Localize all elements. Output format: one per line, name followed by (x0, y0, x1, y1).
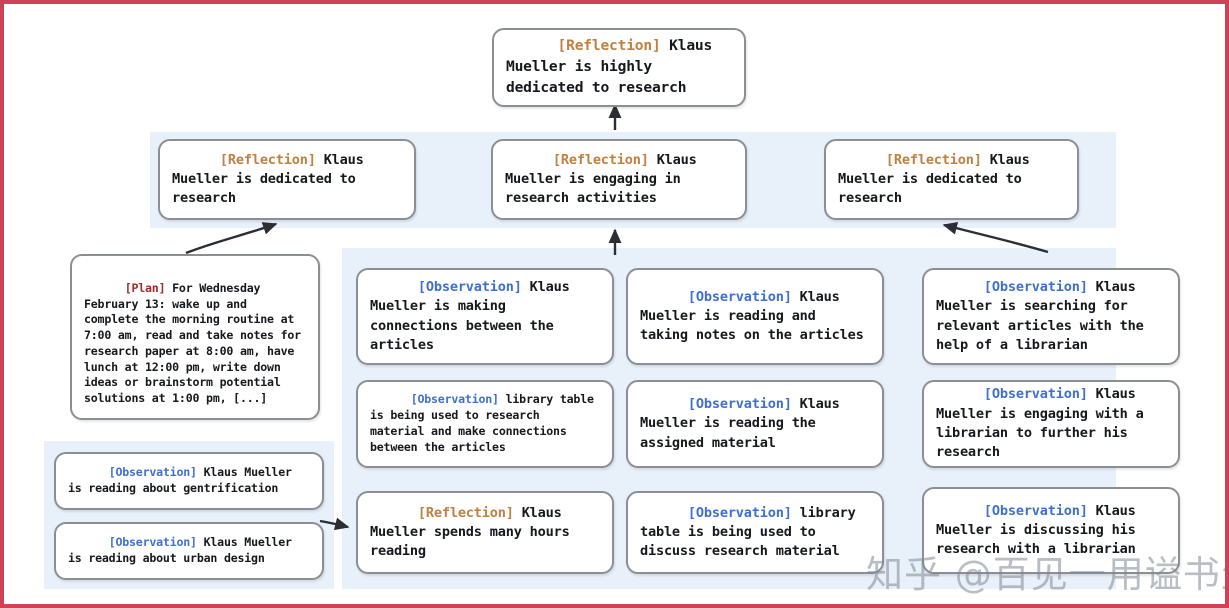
tag-reflection: [Reflection] (552, 151, 649, 168)
node-body: Klaus Mueller is highly dedicated to res… (506, 37, 721, 96)
node-obs-making-connections[interactable]: [Observation] Klaus Mueller is making co… (356, 268, 614, 365)
tag-observation: [Observation] (687, 396, 792, 413)
node-text: [Reflection] Klaus Mueller is dedicated … (160, 125, 414, 233)
tag-plan: [Plan] (124, 280, 166, 295)
node-body: Klaus Mueller is searching for relevant … (936, 278, 1152, 353)
node-body: Klaus Mueller is reading and taking note… (640, 288, 864, 344)
node-text: [Observation] Klaus Mueller is making co… (358, 253, 612, 381)
node-body: For Wednesday February 13: wake up and c… (84, 280, 308, 406)
node-text: [Observation] library table is being use… (358, 371, 612, 478)
tag-observation: [Observation] (410, 392, 499, 407)
tag-observation: [Observation] (687, 504, 792, 521)
node-body: Klaus Mueller is reading about urban des… (68, 535, 299, 565)
node-text: [Observation] Klaus Mueller is reading a… (628, 262, 882, 370)
node-obs-assigned-material[interactable]: [Observation] Klaus Mueller is reading t… (626, 380, 884, 468)
node-obs-urban-design[interactable]: [Observation] Klaus Mueller is reading a… (54, 522, 324, 580)
node-text: [Observation] Klaus Mueller is reading t… (628, 370, 882, 478)
node-text: [Observation] Klaus Mueller is discussin… (924, 476, 1178, 584)
node-text: [Reflection] Klaus Mueller spends many h… (358, 478, 612, 586)
node-body: Klaus Mueller spends many hours reading (370, 504, 578, 560)
node-body: Klaus Mueller is reading about gentrific… (68, 465, 299, 495)
tag-reflection: [Reflection] (219, 151, 316, 168)
node-mid-center-reflection[interactable]: [Reflection] Klaus Mueller is engaging i… (491, 139, 747, 220)
tag-observation: [Observation] (983, 278, 1088, 295)
node-obs-reading-taking-notes[interactable]: [Observation] Klaus Mueller is reading a… (626, 268, 884, 365)
node-text: [Observation] library table is being use… (628, 478, 882, 586)
node-obs-library-table-connections[interactable]: [Observation] library table is being use… (356, 380, 614, 468)
node-text: [Observation] Klaus Mueller is searching… (924, 253, 1178, 381)
node-reflection-hours-reading[interactable]: [Reflection] Klaus Mueller spends many h… (356, 491, 614, 574)
tag-observation: [Observation] (417, 278, 522, 295)
node-text: [Observation] Klaus Mueller is reading a… (56, 513, 322, 588)
node-text: [Observation] Klaus Mueller is engaging … (924, 360, 1178, 488)
tag-observation: [Observation] (108, 535, 197, 550)
node-mid-left-reflection[interactable]: [Reflection] Klaus Mueller is dedicated … (158, 139, 416, 220)
node-body: library table is being used to research … (370, 392, 601, 454)
tag-observation: [Observation] (108, 465, 197, 480)
node-body: Klaus Mueller is engaging in research ac… (505, 151, 705, 207)
node-text: [Reflection] Klaus Mueller is engaging i… (493, 125, 745, 233)
node-text: [Plan] For Wednesday February 13: wake u… (72, 256, 318, 429)
node-body: library table is being used to discuss r… (640, 504, 864, 560)
node-body: Klaus Mueller is making connections betw… (370, 278, 578, 353)
node-body: Klaus Mueller is engaging with a librari… (936, 386, 1152, 461)
node-obs-discussing-research[interactable]: [Observation] Klaus Mueller is discussin… (922, 487, 1180, 574)
node-body: Klaus Mueller is reading the assigned ma… (640, 396, 848, 451)
node-body: Klaus Mueller is dedicated to research (838, 151, 1038, 207)
tag-observation: [Observation] (983, 502, 1088, 519)
node-body: Klaus Mueller is dedicated to research (172, 151, 372, 207)
node-obs-library-table-discuss[interactable]: [Observation] library table is being use… (626, 491, 884, 574)
node-obs-gentrification[interactable]: [Observation] Klaus Mueller is reading a… (54, 452, 324, 510)
tag-reflection: [Reflection] (557, 37, 661, 55)
node-body: Klaus Mueller is discussing his research… (936, 502, 1144, 558)
tag-observation: [Observation] (687, 288, 792, 305)
tag-reflection: [Reflection] (885, 151, 982, 168)
tag-observation: [Observation] (983, 386, 1088, 403)
tag-reflection: [Reflection] (417, 504, 514, 521)
node-plan[interactable]: [Plan] For Wednesday February 13: wake u… (70, 254, 320, 420)
node-obs-searching-articles[interactable]: [Observation] Klaus Mueller is searching… (922, 268, 1180, 365)
node-root-reflection[interactable]: [Reflection] Klaus Mueller is highly ded… (492, 28, 746, 107)
node-obs-engaging-librarian[interactable]: [Observation] Klaus Mueller is engaging … (922, 380, 1180, 468)
node-text: [Reflection] Klaus Mueller is highly ded… (494, 10, 744, 126)
node-mid-right-reflection[interactable]: [Reflection] Klaus Mueller is dedicated … (824, 139, 1079, 220)
node-text: [Reflection] Klaus Mueller is dedicated … (826, 125, 1077, 233)
node-text: [Observation] Klaus Mueller is reading a… (56, 443, 322, 518)
